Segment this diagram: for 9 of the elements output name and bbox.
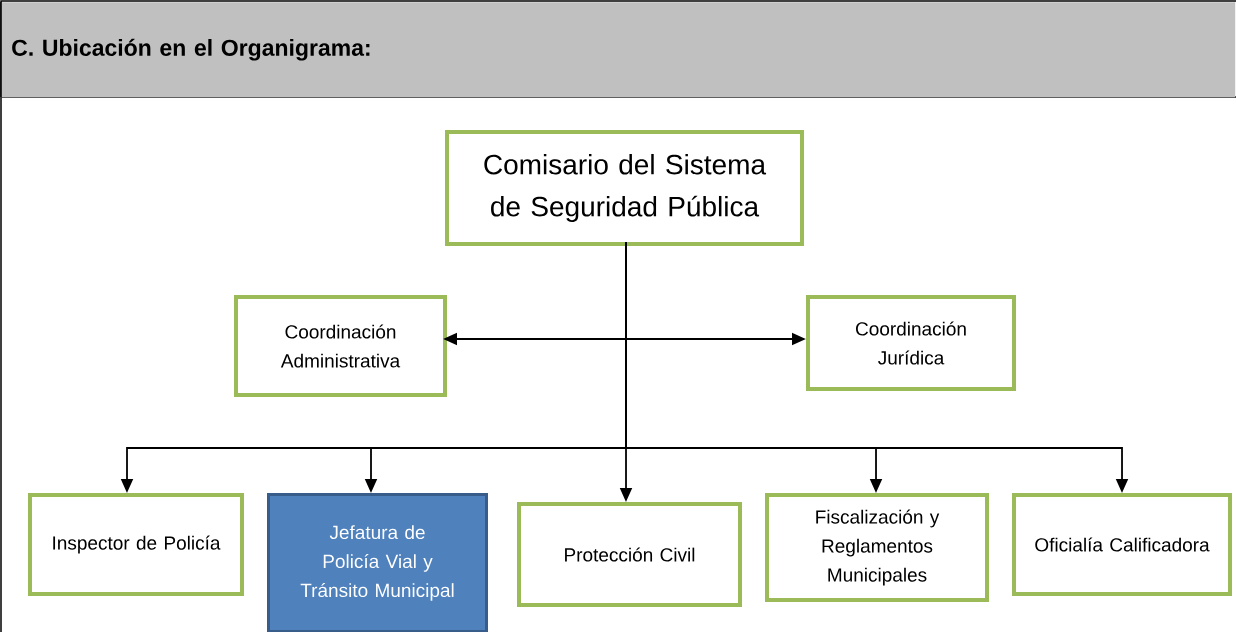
header-band: C. Ubicación en el Organigrama: bbox=[1, 2, 1236, 98]
org-box: Inspector de Policía bbox=[28, 493, 244, 596]
org-box: Coordinación Administrativa bbox=[234, 295, 447, 397]
org-box: Fiscalización y Reglamentos Municipales bbox=[765, 493, 989, 602]
org-box: Jefatura de Policía Vial y Tránsito Municipal bbox=[267, 493, 488, 632]
org-box: Comisario del Sistema de Seguridad Pública bbox=[445, 130, 804, 246]
org-box: Protección Civil bbox=[517, 502, 742, 607]
org-box: Coordinación Jurídica bbox=[806, 295, 1016, 391]
org-box: Oficialía Calificadora bbox=[1012, 493, 1232, 596]
